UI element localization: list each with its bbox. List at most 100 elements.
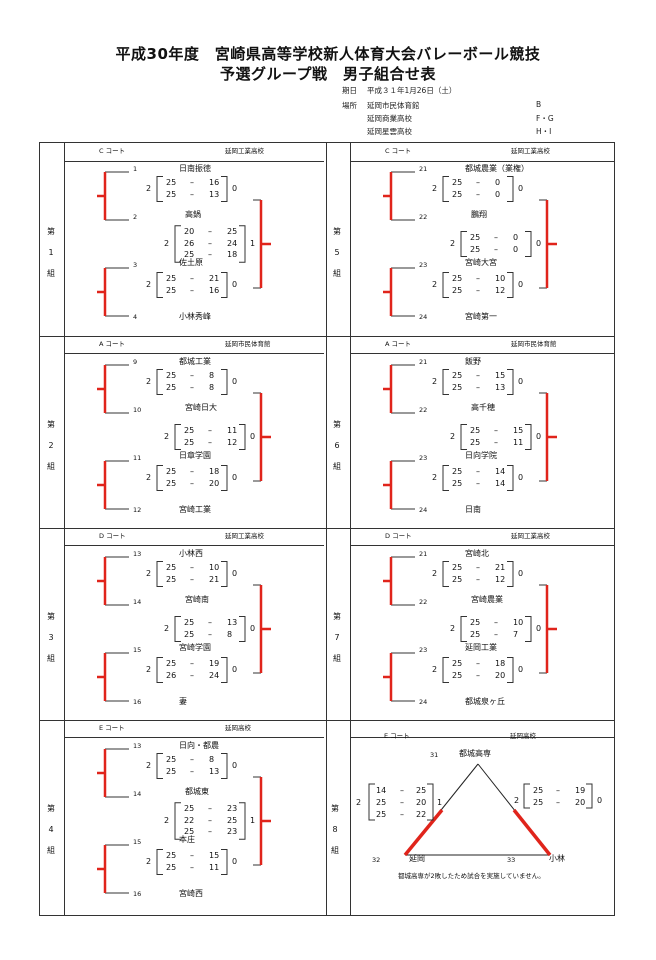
- group-label: 組: [47, 846, 55, 855]
- group-label: 1: [48, 248, 54, 257]
- set-score: 8: [209, 371, 215, 380]
- set-score: 25: [452, 189, 463, 199]
- set-score: 25: [166, 574, 177, 584]
- sets-won: 0: [232, 857, 238, 866]
- sets-won: 0: [518, 473, 524, 482]
- team-name: 都城工業: [179, 357, 211, 366]
- team-name: 佐土原: [179, 258, 203, 267]
- team-name: 鵬翔: [471, 210, 487, 219]
- set-score: 25: [166, 382, 177, 392]
- set-score: 12: [227, 437, 238, 447]
- set-score: 25: [452, 478, 463, 488]
- set-score: 25: [184, 629, 195, 639]
- set-score: 21: [209, 574, 220, 584]
- sets-won: 0: [232, 377, 238, 386]
- sets-won: 0: [518, 280, 524, 289]
- group-label: 7: [334, 633, 340, 642]
- sets-won: 0: [536, 624, 542, 633]
- set-score: 19: [209, 659, 220, 668]
- score-separator: –: [208, 437, 212, 447]
- sets-won: 0: [536, 432, 542, 441]
- group-label: 3: [48, 633, 54, 642]
- seed-number: 10: [133, 406, 142, 414]
- set-score: 22: [416, 810, 427, 819]
- set-score: 25: [452, 670, 463, 680]
- court-label: C コート: [99, 147, 126, 155]
- venue-label: 延岡高校: [225, 724, 251, 732]
- score-separator: –: [208, 238, 212, 248]
- seed-number: 13: [133, 550, 142, 558]
- set-score: 25: [470, 233, 481, 242]
- set-score: 25: [166, 371, 177, 380]
- set-score: 13: [209, 189, 220, 199]
- seed-number: 22: [419, 406, 428, 414]
- set-score: 25: [452, 659, 463, 668]
- set-score: 25: [452, 178, 463, 187]
- set-score: 20: [184, 227, 195, 237]
- set-score: 25: [184, 426, 195, 435]
- team-name: 宮崎工業: [179, 505, 211, 514]
- seed-number: 15: [133, 838, 142, 846]
- set-score: 25: [470, 618, 481, 627]
- seed-number: 21: [419, 165, 428, 173]
- seed-number: 2: [133, 213, 138, 221]
- seed-number: 12: [133, 506, 142, 514]
- set-score: 12: [495, 574, 506, 584]
- score-separator: –: [190, 755, 194, 764]
- team-name: 都城高専: [459, 749, 491, 758]
- set-score: 16: [209, 178, 220, 187]
- score-separator: –: [208, 827, 212, 837]
- team-name: 高鍋: [185, 210, 201, 219]
- team-name: 都城東: [185, 787, 209, 796]
- set-score: 25: [166, 766, 177, 776]
- set-score: 25: [452, 371, 463, 380]
- set-score: 8: [209, 382, 215, 392]
- score-separator: –: [190, 371, 194, 380]
- set-score: 25: [166, 274, 177, 283]
- sets-won: 2: [450, 624, 456, 633]
- set-score: 25: [166, 285, 177, 295]
- team-name: 宮崎第一: [465, 312, 497, 321]
- set-score: 25: [227, 227, 238, 237]
- set-score: 25: [470, 437, 481, 447]
- seed-number: 22: [419, 598, 428, 606]
- sets-won: 2: [164, 239, 170, 248]
- score-separator: –: [190, 478, 194, 488]
- set-score: 25: [184, 827, 195, 837]
- set-score: 19: [575, 786, 586, 795]
- team-name: 小林西: [179, 549, 203, 558]
- team-name: 宮崎北: [465, 549, 489, 558]
- seed-number: 23: [419, 646, 428, 654]
- team-name: 妻: [179, 697, 187, 706]
- page-title: 平成30年度 宮崎県高等学校新人体育大会バレーボール競技: [115, 45, 541, 63]
- court-label: C コート: [385, 147, 412, 155]
- team-name: 日南: [465, 505, 481, 514]
- set-score: 25: [452, 285, 463, 295]
- seed-number: 1: [133, 165, 138, 173]
- score-separator: –: [476, 467, 480, 476]
- set-score: 12: [495, 285, 506, 295]
- team-name: 延岡工業: [465, 643, 497, 652]
- seed-number: 15: [133, 646, 142, 654]
- sets-won: 2: [432, 473, 438, 482]
- sets-won: 2: [146, 473, 152, 482]
- set-score: 10: [513, 618, 524, 627]
- sets-won: 1: [250, 816, 256, 825]
- team-name: 宮崎南: [185, 595, 209, 604]
- set-score: 0: [513, 244, 519, 254]
- team-name: 飯野: [465, 357, 481, 366]
- score-separator: –: [476, 382, 480, 392]
- court-label: E コート: [99, 724, 125, 732]
- sets-won: 0: [518, 377, 524, 386]
- group-label: 組: [331, 846, 339, 855]
- team-name: 延岡: [409, 854, 425, 863]
- score-separator: –: [190, 862, 194, 872]
- seed-number: 24: [419, 313, 428, 321]
- score-separator: –: [494, 618, 498, 627]
